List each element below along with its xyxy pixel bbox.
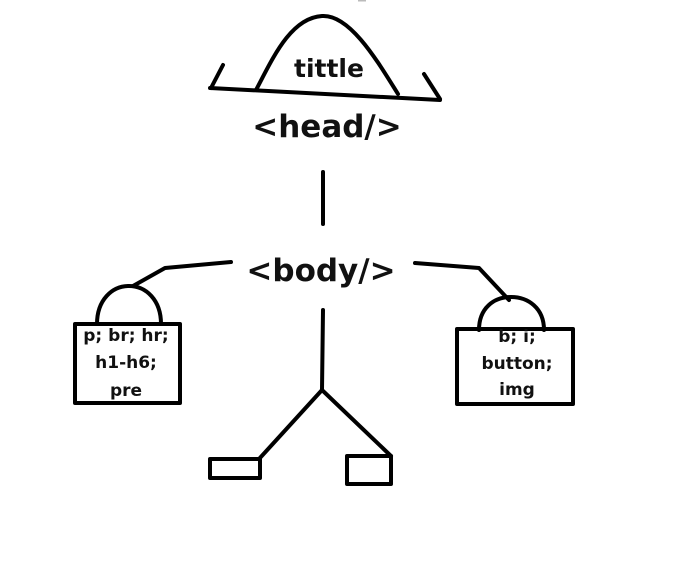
left-foot: [208, 457, 262, 480]
hat: tittle: [208, 13, 442, 102]
right-hand: b; i; button; img: [455, 295, 575, 406]
hat-brim: [208, 86, 442, 102]
head-label: <head/>: [252, 109, 401, 145]
right-hand-line-2: button;: [481, 354, 552, 374]
right-hand-box: [455, 327, 575, 406]
left-hand-line-1: p; br; hr;: [83, 326, 168, 346]
right-hand-line-3: img: [499, 380, 535, 400]
right-arm: [413, 261, 511, 302]
right-foot: [345, 454, 393, 486]
hat-brim-left-tip: [209, 63, 225, 90]
body-label: <body/>: [246, 253, 395, 289]
right-leg: [320, 388, 393, 458]
left-arm: [131, 260, 233, 288]
left-leg: [257, 388, 324, 461]
hat-label: tittle: [294, 54, 364, 83]
left-hand-box: [73, 322, 182, 405]
right-hand-arc: [477, 295, 546, 332]
torso-line: [320, 308, 325, 392]
left-hand-line-3: pre: [110, 381, 142, 401]
left-hand: p; br; hr; h1-h6; pre: [73, 284, 182, 405]
hat-dome: [254, 13, 400, 96]
left-hand-line-2: h1-h6;: [95, 353, 157, 373]
right-hand-line-1: b; i;: [498, 327, 536, 347]
left-hand-arc: [95, 284, 163, 326]
hat-brim-right-tip: [422, 72, 442, 101]
